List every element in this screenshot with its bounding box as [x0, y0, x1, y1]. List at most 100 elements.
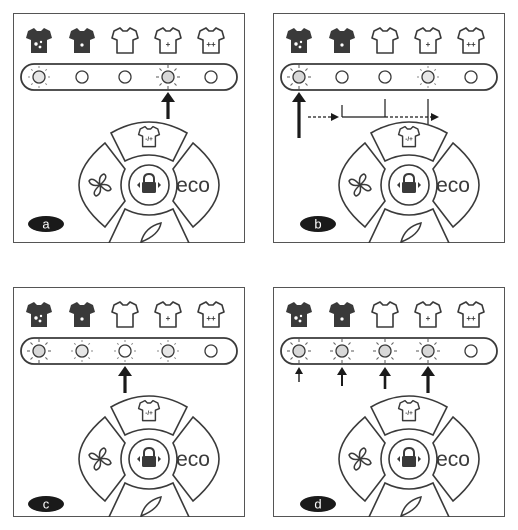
shirt-minus-plus-icon: -/+ — [137, 399, 161, 422]
shirt-plus-mark: + — [426, 314, 431, 323]
shirt-plus-mark: + — [166, 40, 171, 49]
shirt-minus-plus-icon: -/+ — [137, 125, 161, 148]
shirt-filled-stain-icon — [286, 28, 312, 53]
lock-icon — [137, 446, 161, 467]
up-arrow — [161, 92, 175, 119]
led-1 — [27, 339, 51, 363]
shirt-plus-icon: + — [414, 301, 442, 328]
shirt-minus-plus-icon: -/+ — [397, 399, 421, 422]
led-3 — [118, 70, 132, 84]
eco-label: eco — [176, 448, 210, 471]
led-4 — [416, 339, 440, 363]
eco-label: eco — [436, 448, 470, 471]
shirt-plus-plus-icon: ++ — [197, 27, 225, 54]
badge-label-d: d — [314, 497, 321, 512]
led-4 — [156, 339, 180, 363]
led-1 — [27, 65, 51, 89]
panel-d: + ++ — [273, 287, 505, 517]
shirt-plus-plus-icon: ++ — [457, 301, 485, 328]
led-2 — [75, 70, 89, 84]
led-2 — [335, 70, 349, 84]
badge-d: d — [300, 496, 336, 512]
bottom-button[interactable] — [368, 207, 450, 243]
led-4 — [156, 65, 180, 89]
up-arrow-1 — [295, 367, 303, 382]
shirt-plus-plus-mark: ++ — [466, 314, 476, 323]
badge-label-a: a — [42, 217, 50, 232]
panel-b: + ++ — [273, 13, 505, 243]
led-2 — [70, 339, 94, 363]
shirt-filled-stain-icon — [286, 302, 312, 327]
badge-label-b: b — [314, 217, 321, 232]
badge-b: b — [300, 216, 336, 232]
leaf-icon — [399, 495, 422, 517]
leaf-icon — [399, 221, 422, 243]
led-1 — [287, 339, 311, 363]
up-arrow-4 — [421, 366, 435, 393]
lock-icon — [397, 446, 421, 467]
led-1 — [287, 65, 311, 89]
shirt-plus-plus-mark: ++ — [466, 40, 476, 49]
right-button[interactable] — [172, 141, 220, 229]
shirt-plus-icon: + — [154, 27, 182, 54]
shirt-filled-stain-icon — [26, 302, 52, 327]
led-bar — [280, 337, 498, 365]
led-3 — [378, 70, 392, 84]
fan-icon — [88, 447, 112, 471]
eco-label: eco — [436, 174, 470, 197]
bottom-button[interactable] — [108, 207, 190, 243]
right-button[interactable] — [432, 141, 480, 229]
leaf-icon — [139, 495, 162, 517]
shirt-plus-plus-mark: ++ — [206, 314, 216, 323]
shirt-outline-icon — [111, 27, 139, 54]
right-button[interactable] — [432, 415, 480, 503]
shirt-minus-plus-icon: -/+ — [397, 125, 421, 148]
right-button[interactable] — [172, 415, 220, 503]
led-2 — [330, 339, 354, 363]
shirt-outline-icon — [371, 301, 399, 328]
up-arrow — [118, 366, 132, 393]
panel-c: + ++ — [13, 287, 245, 517]
top-button-mark: -/+ — [405, 410, 413, 417]
badge-label-c: c — [43, 497, 50, 512]
shirt-filled-dot-icon — [329, 28, 355, 53]
shirt-filled-dot-icon — [329, 302, 355, 327]
control-pad: -/+ eco — [338, 395, 480, 517]
shirt-plus-icon: + — [154, 301, 182, 328]
shirt-plus-plus-mark: ++ — [206, 40, 216, 49]
shirt-plus-plus-icon: ++ — [197, 301, 225, 328]
shirt-outline-icon — [111, 301, 139, 328]
shirt-filled-dot-icon — [69, 28, 95, 53]
bottom-button[interactable] — [368, 481, 450, 517]
led-5 — [464, 344, 478, 358]
up-arrow-2 — [337, 367, 347, 386]
lock-icon — [137, 172, 161, 193]
led-3 — [113, 339, 137, 363]
control-pad: -/+ eco — [78, 121, 220, 243]
step-sequence-arrows — [292, 92, 439, 138]
led-3 — [373, 339, 397, 363]
badge-a: a — [28, 216, 64, 232]
shirt-plus-mark: + — [166, 314, 171, 323]
eco-label: eco — [176, 174, 210, 197]
shirt-plus-icon: + — [414, 27, 442, 54]
shirt-filled-stain-icon — [26, 28, 52, 53]
lock-icon — [397, 172, 421, 193]
top-button-mark: -/+ — [405, 136, 413, 143]
fan-icon — [88, 173, 112, 197]
fan-icon — [348, 447, 372, 471]
led-bar — [280, 63, 498, 91]
shirt-plus-mark: + — [426, 40, 431, 49]
control-pad: -/+ eco — [78, 395, 220, 517]
control-pad: -/+ eco — [338, 121, 480, 243]
led-4 — [416, 65, 440, 89]
led-bar — [20, 63, 238, 91]
shirt-filled-dot-icon — [69, 302, 95, 327]
bottom-button[interactable] — [108, 481, 190, 517]
top-button-mark: -/+ — [145, 410, 153, 417]
top-button-mark: -/+ — [145, 136, 153, 143]
led-5 — [204, 344, 218, 358]
leaf-icon — [139, 221, 162, 243]
led-5 — [464, 70, 478, 84]
